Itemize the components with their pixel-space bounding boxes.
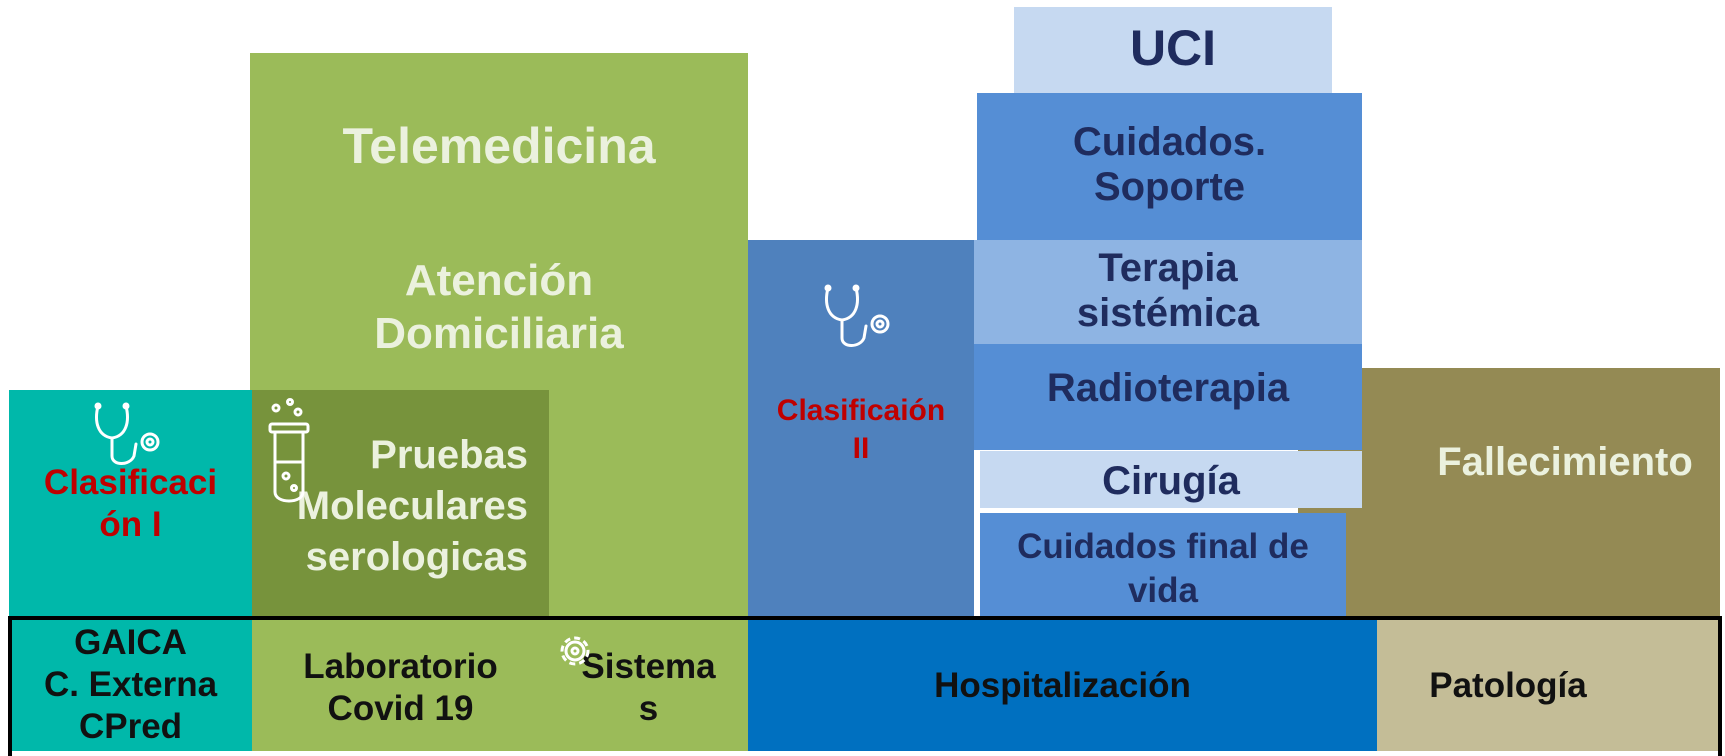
patologia-cell xyxy=(1377,616,1720,751)
gaica-label: GAICA C. Externa CPred xyxy=(43,623,218,746)
gear-icon xyxy=(552,628,598,674)
radioterapia-block xyxy=(974,344,1362,450)
fallecimiento-label: Fallecimiento xyxy=(1437,440,1693,484)
sistemas-label: Sistema s xyxy=(581,647,716,728)
laboratorio-cell xyxy=(252,616,549,751)
uci-label: UCI xyxy=(1129,20,1217,76)
cuidados-final-vida-block xyxy=(980,513,1346,620)
hospitalizacion-cell xyxy=(748,616,1377,751)
telemedicina-label: Telemedicina xyxy=(342,118,656,174)
test-tube-icon xyxy=(266,398,316,510)
pruebas-moleculares-label: Pruebas Moleculares serologicas xyxy=(296,433,528,579)
sistemas-cell xyxy=(549,616,748,751)
cirugia-block xyxy=(980,451,1362,508)
atencion-domiciliaria-label: Atención Domiciliaria xyxy=(374,256,624,358)
patologia-label: Patología xyxy=(1429,666,1587,705)
pruebas-moleculares-block xyxy=(252,390,549,616)
cirugia-label: Cirugía xyxy=(1102,459,1240,503)
laboratorio-label: Laboratorio Covid 19 xyxy=(303,647,498,728)
fallecimiento-block xyxy=(1298,368,1720,616)
clasificacion-ii-label: Clasificaión II xyxy=(776,394,946,465)
hospitalizacion-label: Hospitalización xyxy=(934,666,1191,705)
terapia-sistemica-label: Terapia sistémica xyxy=(1076,246,1260,335)
cuidados-soporte-label: Cuidados. Soporte xyxy=(1072,120,1267,209)
stethoscope-icon xyxy=(820,284,900,354)
clasificacion-i-block xyxy=(9,390,252,616)
bottom-row-frame xyxy=(8,616,1722,756)
stethoscope-icon xyxy=(90,402,170,472)
cuidados-soporte-block xyxy=(977,93,1362,240)
gaica-cell xyxy=(9,616,252,751)
terapia-sistemica-block xyxy=(974,240,1362,344)
radioterapia-label: Radioterapia xyxy=(1046,366,1290,410)
uci-block xyxy=(1014,7,1332,93)
clasificacion-ii-block xyxy=(748,240,974,616)
cuidados-final-vida-label: Cuidados final de vida xyxy=(1017,527,1309,610)
clasificacion-i-label: Clasificaci ón I xyxy=(43,463,218,544)
telemedicina-block xyxy=(250,53,748,240)
